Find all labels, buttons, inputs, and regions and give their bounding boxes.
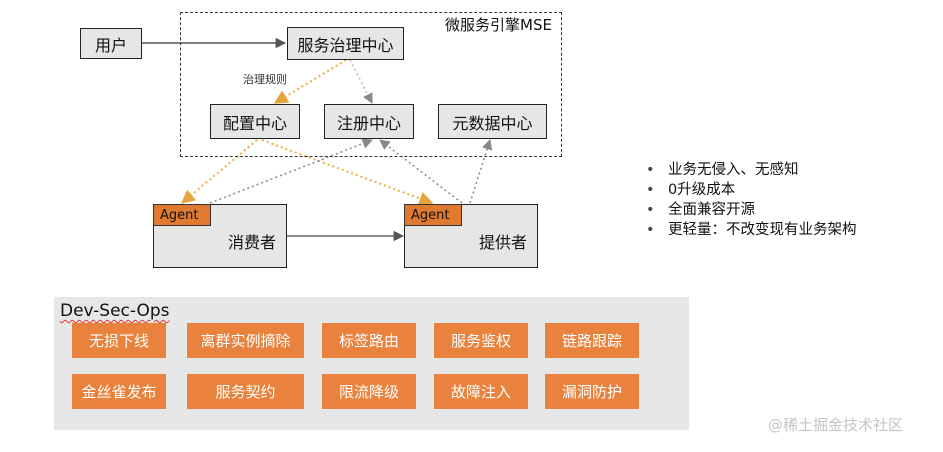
watermark: @稀土掘金技术社区 bbox=[768, 416, 904, 434]
user-node: 用户 bbox=[80, 28, 142, 59]
feature-item: •业务无侵入、无感知 bbox=[646, 162, 799, 178]
tag-label-routing: 标签路由 bbox=[322, 323, 416, 358]
feature-item: •全面兼容开源 bbox=[646, 202, 755, 218]
tag-tracing: 链路跟踪 bbox=[545, 323, 639, 358]
arrow-governance-to-registry bbox=[349, 59, 373, 104]
tag-canary-release: 金丝雀发布 bbox=[72, 374, 166, 409]
tag-service-auth: 服务鉴权 bbox=[434, 323, 528, 358]
arrow-config-to-consumer bbox=[180, 139, 258, 204]
provider-node: Agent 提供者 bbox=[404, 204, 538, 268]
arrow-provider-to-registry bbox=[379, 139, 463, 204]
feature-item: •更轻量：不改变现有业务架构 bbox=[646, 222, 857, 238]
feature-list: •业务无侵入、无感知 •0升级成本 •全面兼容开源 •更轻量：不改变现有业务架构 bbox=[646, 160, 857, 240]
mse-frame bbox=[180, 12, 562, 157]
devsecops-title: Dev-Sec-Ops bbox=[60, 301, 170, 321]
governance-center-node: 服务治理中心 bbox=[287, 27, 404, 60]
tag-service-contract: 服务契约 bbox=[187, 374, 304, 409]
metadata-center-node: 元数据中心 bbox=[438, 104, 547, 139]
tag-fault-injection: 故障注入 bbox=[434, 374, 528, 409]
consumer-node: Agent 消费者 bbox=[153, 204, 287, 268]
provider-label: 提供者 bbox=[479, 233, 528, 252]
consumer-label: 消费者 bbox=[228, 233, 277, 252]
tag-graceful-offline: 无损下线 bbox=[72, 323, 166, 358]
mse-title: 微服务引擎MSE bbox=[445, 16, 552, 34]
consumer-agent-tag: Agent bbox=[153, 204, 211, 226]
registry-center-node: 注册中心 bbox=[324, 104, 414, 139]
tag-vulnerability-protection: 漏洞防护 bbox=[545, 374, 639, 409]
arrow-consumer-to-registry bbox=[209, 138, 373, 204]
tag-rate-limit: 限流降级 bbox=[322, 374, 416, 409]
arrow-config-to-provider bbox=[261, 139, 434, 206]
governance-rule-label: 治理规则 bbox=[243, 73, 287, 86]
feature-item: •0升级成本 bbox=[646, 182, 736, 198]
arrow-governance-to-config bbox=[273, 59, 347, 104]
arrow-provider-to-metadata bbox=[469, 138, 493, 204]
provider-agent-tag: Agent bbox=[404, 204, 462, 226]
tag-outlier-removal: 离群实例摘除 bbox=[187, 323, 304, 358]
config-center-node: 配置中心 bbox=[210, 104, 300, 139]
